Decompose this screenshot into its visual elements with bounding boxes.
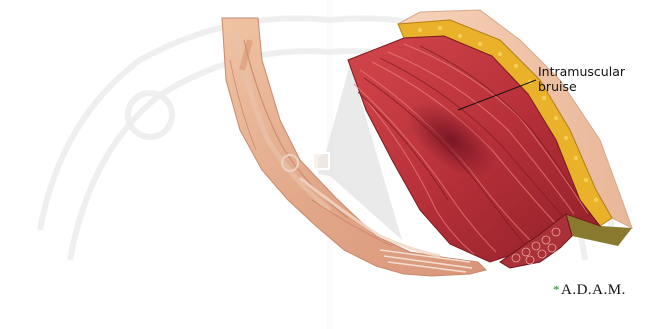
label-line-2: bruise (538, 79, 625, 94)
adam-credit-text: A.D.A.M. (561, 282, 626, 298)
adam-star-icon: * (553, 282, 560, 297)
adam-credit-logo: *A.D.A.M. (553, 282, 626, 299)
intramuscular-bruise-label: Intramuscular bruise (538, 64, 625, 94)
bruise-site-marker (313, 153, 329, 169)
label-line-1: Intramuscular (538, 64, 625, 79)
